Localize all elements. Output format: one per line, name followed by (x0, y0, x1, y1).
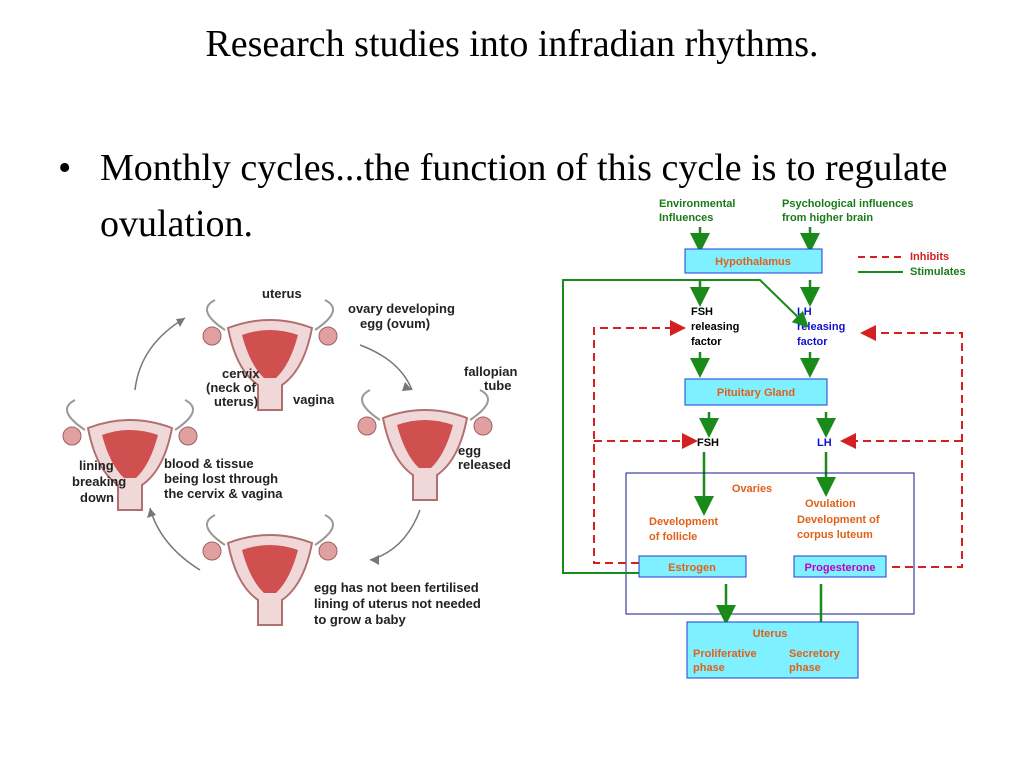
label-lining-3: down (80, 490, 114, 505)
fsh-rf-label-2: releasing (691, 321, 739, 333)
env-label-1: Environmental (659, 198, 735, 210)
secretory-label-2: phase (789, 662, 821, 674)
progesterone-label: Progesterone (805, 562, 876, 574)
pituitary-box (684, 378, 828, 406)
label-cervix-2: (neck of (206, 380, 257, 395)
menstrual-cycle-diagram: uterus ovary developing egg (ovum) cervi… (62, 286, 518, 627)
label-egg-released-1: egg (458, 443, 481, 458)
fsh-rf-label-1: FSH (691, 306, 713, 318)
estrogen-feedback-line (562, 279, 809, 574)
hypothalamus-box (684, 248, 823, 274)
label-fallopian-2: tube (484, 378, 511, 393)
legend-inhibits: Inhibits (910, 251, 949, 263)
lh-rf-label-2: releasing (797, 321, 845, 333)
hormone-flow-diagram: Environmental Influences Psychological i… (562, 198, 966, 679)
estrogen-inhibit-fsh-rf (593, 320, 686, 564)
psych-label-1: Psychological influences (782, 198, 913, 210)
progesterone-box (793, 555, 887, 578)
label-egg-released-2: released (458, 457, 511, 472)
dev-follicle-label-2: of follicle (649, 531, 697, 543)
prolif-label-1: Proliferative (693, 648, 757, 660)
lh-rf-label-3: factor (797, 336, 828, 348)
fsh-label: FSH (697, 437, 719, 449)
label-fallopian-1: fallopian (464, 364, 518, 379)
legend-stimulates: Stimulates (910, 266, 966, 278)
dev-corpus-label-2: corpus luteum (797, 529, 873, 541)
uterus-label: Uterus (753, 628, 788, 640)
psych-label-2: from higher brain (782, 212, 873, 224)
hypothalamus-label: Hypothalamus (715, 256, 791, 268)
ovaries-label: Ovaries (732, 483, 772, 495)
ovulation-label: Ovulation (805, 498, 856, 510)
label-uterus: uterus (262, 286, 302, 301)
label-blood-3: the cervix & vagina (164, 486, 283, 501)
dev-follicle-label-1: Development (649, 516, 718, 528)
fsh-rf-label-3: factor (691, 336, 722, 348)
prolif-label-2: phase (693, 662, 725, 674)
label-notfert-3: to grow a baby (314, 612, 407, 627)
label-cervix-3: uterus) (214, 394, 258, 409)
label-lining-1: lining (79, 458, 114, 473)
estrogen-box (638, 555, 747, 578)
estrogen-label: Estrogen (668, 562, 716, 574)
pituitary-label: Pituitary Gland (717, 387, 795, 399)
label-notfert-2: lining of uterus not needed (314, 596, 481, 611)
label-ovary-2: egg (ovum) (360, 316, 430, 331)
label-notfert-1: egg has not been fertilised (314, 580, 479, 595)
label-blood-2: being lost through (164, 471, 278, 486)
ovaries-box (625, 472, 915, 615)
slide-title: Research studies into infradian rhythms. (205, 23, 819, 65)
lh-rf-label-1: LH (797, 306, 812, 318)
label-blood-1: blood & tissue (164, 456, 254, 471)
label-ovary-1: ovary developing (348, 301, 455, 316)
bullet-dot: • (58, 147, 72, 189)
bullet-text: Monthly cycles...the function of this cy… (100, 147, 948, 245)
label-vagina: vagina (293, 392, 335, 407)
uterus-box (686, 621, 859, 679)
lh-label: LH (817, 437, 832, 449)
label-lining-2: breaking (72, 474, 126, 489)
secretory-label-1: Secretory (789, 648, 841, 660)
env-label-2: Influences (659, 212, 713, 224)
dev-corpus-label-1: Development of (797, 514, 880, 526)
progesterone-inhibit-lh-rf (860, 325, 963, 568)
label-cervix-1: cervix (222, 366, 260, 381)
